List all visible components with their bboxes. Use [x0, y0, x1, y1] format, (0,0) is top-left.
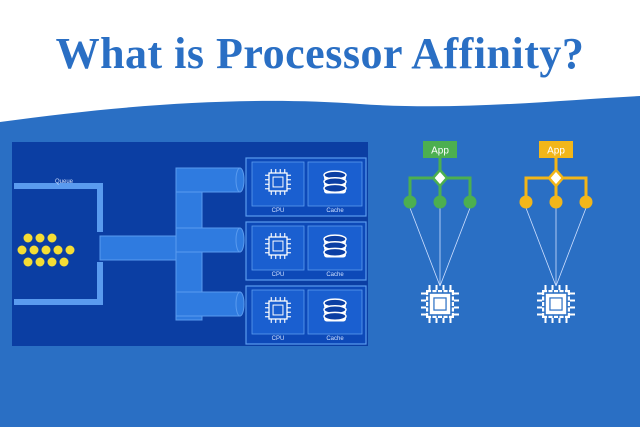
app-badge [423, 141, 457, 158]
cpu-chip-background [542, 290, 570, 318]
affinity-tree: App [403, 141, 477, 323]
thread-node [463, 195, 477, 209]
cpu-label: CPU [272, 208, 285, 214]
cache-label: Cache [326, 272, 344, 278]
outlet-pipe-top [175, 167, 241, 193]
queue-dots [17, 233, 75, 267]
thread-node [579, 195, 593, 209]
cpu-cell [251, 289, 305, 335]
queue-item-dot [35, 233, 45, 243]
queue-item-dot [23, 233, 33, 243]
thread-link [409, 207, 441, 287]
queue-label: Queue [55, 179, 74, 185]
outlet-pipe-bottom [175, 291, 241, 317]
queue-item-dot [29, 245, 39, 255]
thread-link [555, 207, 587, 287]
queue-item-dot [41, 245, 51, 255]
thread-link [439, 207, 471, 287]
queue-item-dot [53, 245, 63, 255]
database-icon [323, 298, 347, 322]
app-label: App [431, 146, 449, 157]
thread-node [549, 195, 563, 209]
queue-item-dot [59, 257, 69, 267]
app-label: App [547, 146, 565, 157]
cpu-chip-icon [265, 169, 291, 195]
cache-label: Cache [326, 336, 344, 342]
cache-label: Cache [326, 208, 344, 214]
cpu-label: CPU [272, 272, 285, 278]
pipe-network [99, 167, 245, 321]
outlet-pipe-middle [175, 227, 241, 253]
queue-item-dot [65, 245, 75, 255]
cpu-cell [251, 161, 305, 207]
branch-junction [431, 168, 449, 188]
affinity-tree: App [519, 141, 593, 323]
affinity-diagrams: App App [403, 141, 593, 323]
cpu-cell [251, 225, 305, 271]
queue-item-dot [17, 245, 27, 255]
cpu-chip-background [426, 290, 454, 318]
pipe-mouth-bottom [235, 291, 245, 317]
pipe-mouth-middle [235, 227, 245, 253]
thread-node [403, 195, 417, 209]
thread-link [525, 207, 557, 287]
page-title: What is Processor Affinity? [55, 29, 585, 78]
queue-item-dot [47, 233, 57, 243]
queue-item-dot [47, 257, 57, 267]
database-icon [323, 234, 347, 258]
queue-item-dot [23, 257, 33, 267]
queue-item-dot [35, 257, 45, 267]
thread-node [519, 195, 533, 209]
thread-node [433, 195, 447, 209]
branch-junction [547, 168, 565, 188]
queue-funnel [14, 183, 103, 305]
cpu-chip-icon [265, 297, 291, 323]
database-icon [323, 170, 347, 194]
cpu-chip-icon [265, 233, 291, 259]
cpu-chip-icon [540, 288, 572, 320]
server-box: CPU Cache [245, 221, 367, 281]
cpu-label: CPU [272, 336, 285, 342]
server-box: CPU Cache [245, 157, 367, 217]
server-box: CPU Cache [245, 285, 367, 345]
app-badge [539, 141, 573, 158]
pipe-mouth-top [235, 167, 245, 193]
